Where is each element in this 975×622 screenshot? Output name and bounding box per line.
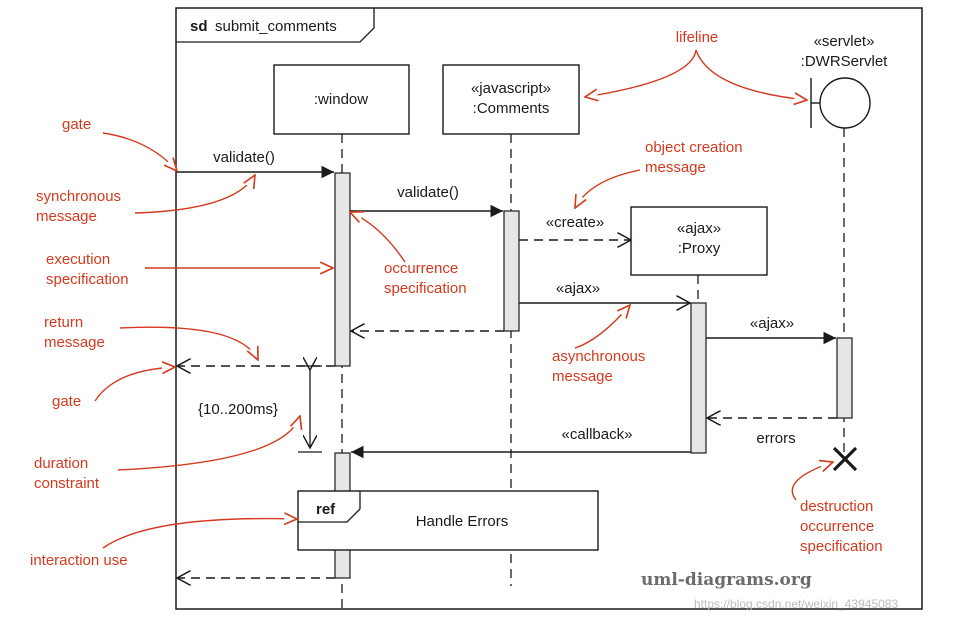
annotation-arrow-lifeline-1: [585, 49, 697, 97]
message-validate-gate-label: validate(): [213, 149, 275, 166]
interaction-use-keyword: ref: [316, 501, 336, 518]
watermark: uml-diagrams.org: [641, 570, 812, 590]
message-errors-label: errors: [756, 430, 795, 447]
annotation-duration-1: duration: [34, 455, 88, 472]
interaction-use-tab: [298, 491, 361, 523]
frame-name: submit_comments: [215, 18, 337, 35]
annotation-gate-top: gate: [62, 116, 91, 133]
execution-spec-window-1: [334, 172, 351, 367]
annotation-execution-1: execution: [46, 251, 110, 268]
annotation-duration-2: constraint: [34, 475, 100, 492]
lifeline-proxy: «ajax» :Proxy: [630, 206, 768, 276]
message-create-label: «create»: [546, 214, 604, 231]
annotation-destruction-1: destruction: [800, 498, 873, 515]
lifeline-comments-stereotype: «javascript»: [471, 80, 551, 97]
annotation-execution-2: specification: [46, 271, 129, 288]
frame-name-tab: [176, 8, 375, 43]
annotation-interaction-use: interaction use: [30, 552, 128, 569]
annotation-arrow-object-creation: [575, 169, 641, 208]
message-validate-label: validate(): [397, 184, 459, 201]
annotation-arrow-interaction-use: [102, 519, 297, 549]
annotation-lifeline: lifeline: [676, 29, 719, 46]
lifeline-proxy-stereotype: «ajax»: [677, 220, 721, 237]
annotation-occurrence-1: occurrence: [384, 260, 458, 277]
annotation-gate-bottom: gate: [52, 393, 81, 410]
destruction-icon: [832, 446, 858, 472]
annotation-object-creation-2: message: [645, 159, 706, 176]
annotation-arrow-lifeline-2: [695, 49, 807, 100]
annotation-asynchronous-1: asynchronous: [552, 348, 645, 365]
annotation-synchronous-1: synchronous: [36, 188, 121, 205]
message-ajax-1-label: «ajax»: [556, 280, 600, 297]
lifeline-servlet: «servlet» :DWRServlet: [801, 33, 889, 129]
annotation-arrow-duration: [117, 416, 300, 471]
annotation-object-creation-1: object creation: [645, 139, 743, 156]
annotation-return-2: message: [44, 334, 105, 351]
lifeline-window: :window: [273, 64, 410, 135]
annotation-arrow-gate-top: [102, 132, 177, 171]
execution-spec-comments: [503, 210, 520, 332]
message-ajax-2-label: «ajax»: [750, 315, 794, 332]
annotation-arrow-occurrence: [350, 212, 406, 263]
annotation-arrow-return: [119, 326, 258, 360]
annotation-asynchronous-2: message: [552, 368, 613, 385]
lifeline-proxy-name: :Proxy: [678, 240, 721, 257]
annotation-arrow-destruction: [791, 462, 833, 501]
source-url: https://blog.csdn.net/weixin_43945083: [694, 597, 898, 611]
interaction-frame: [175, 7, 923, 610]
lifeline-comments-name: :Comments: [473, 100, 550, 117]
annotation-arrow-synchronous: [134, 175, 255, 214]
lifeline-servlet-stereotype: «servlet»: [814, 33, 875, 50]
annotation-return-1: return: [44, 314, 83, 331]
lifeline-window-name: :window: [314, 91, 368, 108]
boundary-icon: [819, 77, 871, 129]
frame-keyword: sd: [190, 18, 208, 35]
annotation-synchronous-2: message: [36, 208, 97, 225]
annotation-arrow-asynchronous: [574, 305, 630, 349]
lifeline-servlet-name: :DWRServlet: [801, 53, 889, 70]
annotation-occurrence-2: specification: [384, 280, 467, 297]
message-callback-label: «callback»: [562, 426, 633, 443]
annotation-destruction-2: occurrence: [800, 518, 874, 535]
execution-spec-proxy: [690, 302, 707, 454]
execution-spec-servlet: [836, 337, 853, 419]
annotation-arrow-gate-bottom: [94, 367, 175, 402]
lifeline-comments: «javascript» :Comments: [442, 64, 580, 135]
interaction-use-name: Handle Errors: [416, 513, 509, 530]
annotation-destruction-3: specification: [800, 538, 883, 555]
duration-constraint-label: {10..200ms}: [198, 401, 278, 418]
